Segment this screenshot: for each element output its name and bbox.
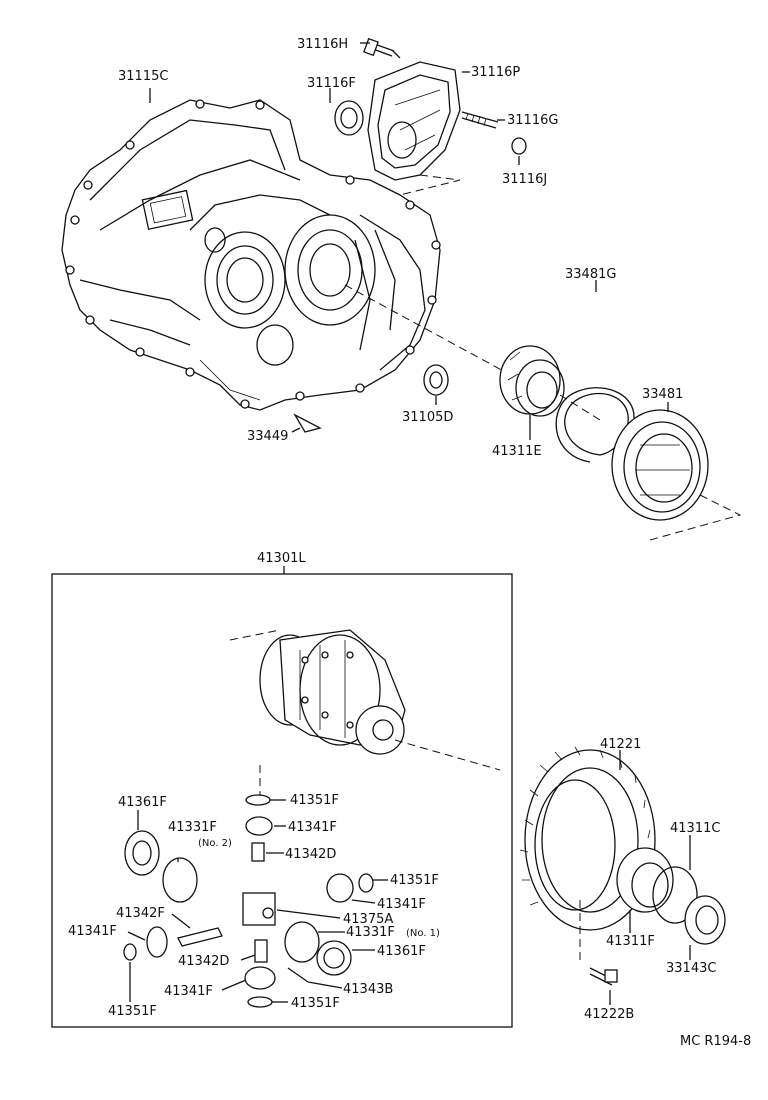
pin-part [293, 413, 322, 433]
label-41342d-b: 41342D [178, 954, 229, 969]
label-41342d-a: 41342D [285, 847, 336, 862]
stud-part [461, 111, 499, 129]
part-labels: 31116H 31116P 31115C 31116F 31116G 31116… [68, 37, 751, 1049]
label-31115c: 31115C [118, 69, 168, 84]
label-41351f-c: 41351F [291, 996, 340, 1011]
label-33481g: 33481G [565, 267, 616, 282]
footer-code: MC R194-8 [680, 1034, 751, 1049]
label-33449: 33449 [247, 429, 288, 444]
cover-leader-dash [399, 174, 461, 196]
label-41375a: 41375A [343, 912, 393, 927]
label-41301l: 41301L [257, 551, 306, 566]
label-41341f-b: 41341F [377, 897, 426, 912]
label-41311f: 41311F [606, 934, 655, 949]
label-41361f-b: 41361F [377, 944, 426, 959]
bearing-axis-dash [344, 284, 742, 541]
side-seal-part [423, 364, 449, 396]
label-31105d: 31105D [402, 410, 453, 425]
label-33143c: 33143C [666, 961, 716, 976]
label-41222b: 41222B [584, 1007, 634, 1022]
side-bearing-parts [616, 847, 726, 945]
internal-parts [123, 794, 374, 1008]
label-41342f: 41342F [116, 906, 165, 921]
label-no1: (No. 1) [406, 928, 440, 939]
label-31116h: 31116H [297, 37, 348, 52]
cover-plate-part [367, 61, 461, 181]
leader-lines [127, 42, 691, 1005]
case-leader-dash [229, 629, 501, 771]
label-no2: (No. 2) [198, 838, 232, 849]
label-31116g: 31116G [507, 113, 558, 128]
differential-group-box [51, 573, 513, 1028]
label-33481: 33481 [642, 387, 683, 402]
label-31116j: 31116J [502, 172, 547, 187]
label-41343b: 41343B [343, 982, 393, 997]
label-41361f-a: 41361F [118, 795, 167, 810]
bearing-41311e-part [499, 345, 565, 417]
label-31116f-top: 31116F [307, 76, 356, 91]
label-41311c: 41311C [670, 821, 720, 836]
label-41351f-b: 41351F [390, 873, 439, 888]
differential-case-part [259, 629, 406, 755]
label-41341f-c: 41341F [68, 924, 117, 939]
label-41351f-d: 41351F [108, 1004, 157, 1019]
label-41331f-b: 41331F [346, 925, 395, 940]
label-31116p: 31116P [471, 65, 520, 80]
retainer-33481-part [611, 409, 709, 521]
label-41331f-a: 41331F [168, 820, 217, 835]
ring-gear-bolt-part [579, 900, 618, 986]
plug-part [511, 137, 527, 155]
transaxle-housing [61, 99, 441, 411]
label-41311e: 41311E [492, 444, 542, 459]
label-41341f-a: 41341F [288, 820, 337, 835]
oil-seal-part [334, 100, 364, 136]
label-41221: 41221 [600, 737, 641, 752]
bolt-part [363, 37, 401, 59]
label-41351f-a: 41351F [290, 793, 339, 808]
label-41341f-d: 41341F [164, 984, 213, 999]
